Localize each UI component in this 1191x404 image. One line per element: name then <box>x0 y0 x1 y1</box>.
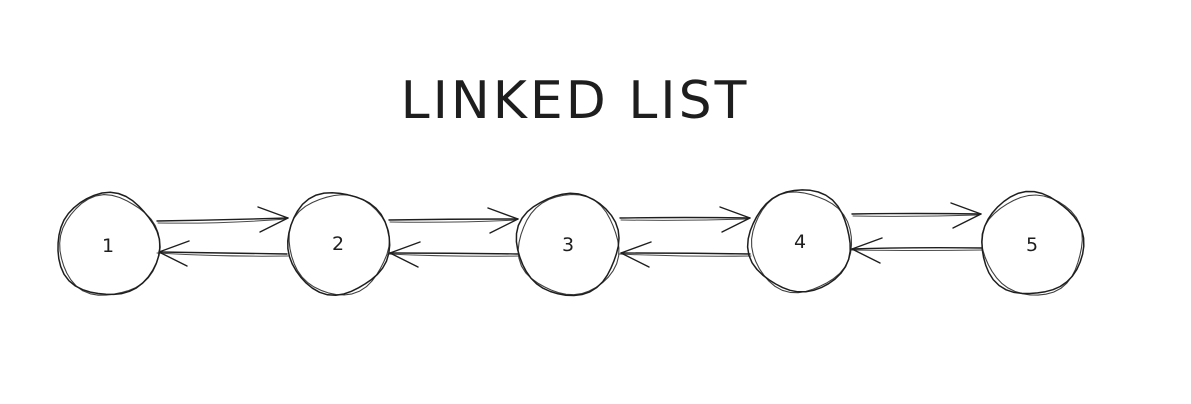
node-circle <box>515 192 620 297</box>
next-arrow-4-5 <box>851 202 982 229</box>
diagram-title: LINKED LIST <box>401 71 750 131</box>
next-arrow-3-4 <box>619 206 751 233</box>
node-circle <box>57 191 161 296</box>
node-4: 4 <box>746 189 853 294</box>
node-3: 3 <box>515 192 620 297</box>
node-circle-sketch <box>517 193 620 296</box>
node-label: 5 <box>1026 234 1038 256</box>
prev-arrow-3-2 <box>387 241 520 268</box>
next-arrow-1-2 <box>156 206 289 233</box>
node-circle-sketch <box>751 191 853 294</box>
node-circle-sketch <box>288 194 391 296</box>
node-label: 2 <box>332 233 344 255</box>
prev-arrow-5-4 <box>849 237 984 264</box>
node-circle-sketch <box>981 194 1083 296</box>
node-2: 2 <box>287 191 391 297</box>
node-label: 3 <box>562 234 574 256</box>
node-circle-sketch <box>59 194 161 296</box>
prev-arrow-4-3 <box>618 241 752 268</box>
nodes-layer: 1 2 3 4 5 <box>57 189 1085 297</box>
node-5: 5 <box>981 190 1085 296</box>
links-layer <box>156 202 984 268</box>
node-label: 1 <box>102 235 114 257</box>
prev-arrow-2-1 <box>156 240 289 267</box>
next-arrow-2-3 <box>388 207 519 234</box>
node-circle <box>746 189 851 293</box>
node-1: 1 <box>57 191 161 296</box>
node-label: 4 <box>794 231 806 253</box>
